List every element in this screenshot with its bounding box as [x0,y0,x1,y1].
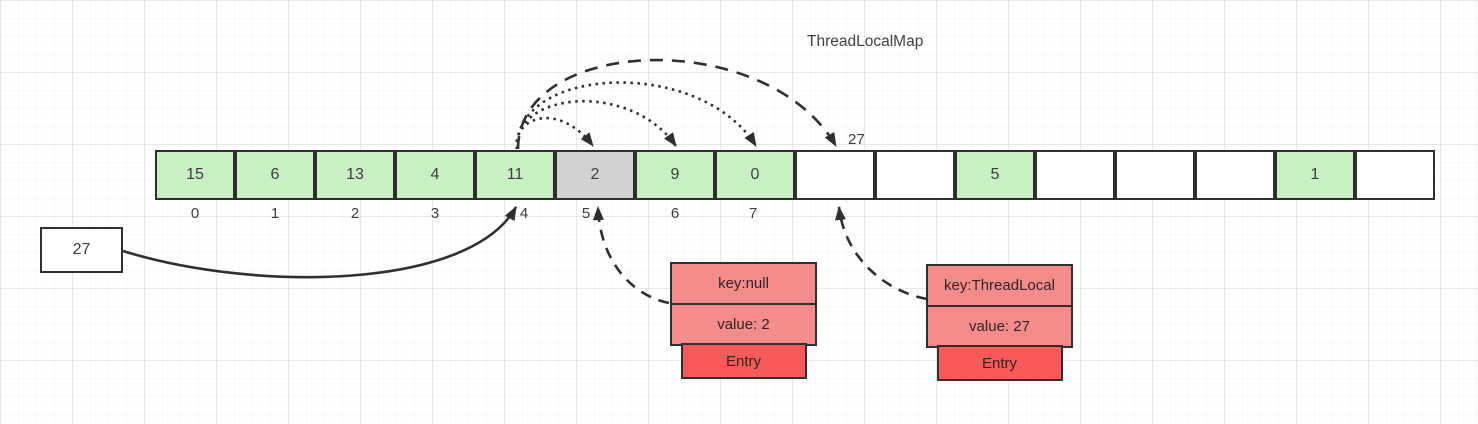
array-cell-4: 11 [475,150,555,200]
entry-tag: Entry [936,345,1063,382]
entry-box-threadlocal: key:ThreadLocal value: 27 Entry [926,264,1073,382]
array-cell-11 [1035,150,1115,200]
entry-tag-text: Entry [725,352,761,370]
array-cell-0: 15 [155,150,235,200]
array-cell-8 [795,150,875,200]
array-index-label-6: 6 [670,205,680,222]
probe-arc-slot5 [515,116,595,150]
entry-key-text: key:ThreadLocal [944,277,1055,294]
entry-key-row: key:ThreadLocal [926,264,1073,307]
array-cell-3: 4 [395,150,475,200]
probe-arc-slot8 [516,58,838,150]
entry-null-to-slot5-arrow [592,206,670,305]
array-index-label-5: 5 [581,205,591,222]
hash-result-label: 27 [848,131,865,148]
array-index-label-7: 7 [748,205,758,222]
entry-value-row: value: 27 [926,304,1073,348]
array-cell-6: 9 [635,150,715,200]
entry-value-text: value: 27 [969,317,1030,335]
entry-key-text: key:null [718,275,769,292]
array-cell-9 [875,150,955,200]
array-index-label-1: 1 [270,205,280,222]
entry-box-null: key:null value: 2 Entry [670,262,817,380]
hash-input-box: 27 [40,227,123,273]
array-cell-5: 2 [555,150,635,200]
entry-key-row: key:null [670,262,817,305]
array-cell-7: 0 [715,150,795,200]
entry-value-row: value: 2 [670,302,817,346]
entry-value-text: value: 2 [717,315,770,333]
entry-tag-text: Entry [981,354,1017,372]
array-cell-1: 6 [235,150,315,200]
array-cell-14: 1 [1275,150,1355,200]
array-index-label-2: 2 [350,205,360,222]
array-cell-15 [1355,150,1435,200]
hash-input-value: 27 [72,241,91,258]
array-index-label-4: 4 [519,205,529,222]
entry-threadlocal-to-slot8-arrow [835,206,928,301]
entry-tag: Entry [680,343,807,380]
diagram-title: ThreadLocalMap [807,33,924,50]
array-index-label-3: 3 [430,205,440,222]
probe-arc-slot6 [515,99,678,150]
array-cell-2: 13 [315,150,395,200]
probe-arc-slot7 [515,81,758,150]
array-cell-10: 5 [955,150,1035,200]
array-index-label-0: 0 [190,205,200,222]
array-cell-13 [1195,150,1275,200]
array-cell-12 [1115,150,1195,200]
